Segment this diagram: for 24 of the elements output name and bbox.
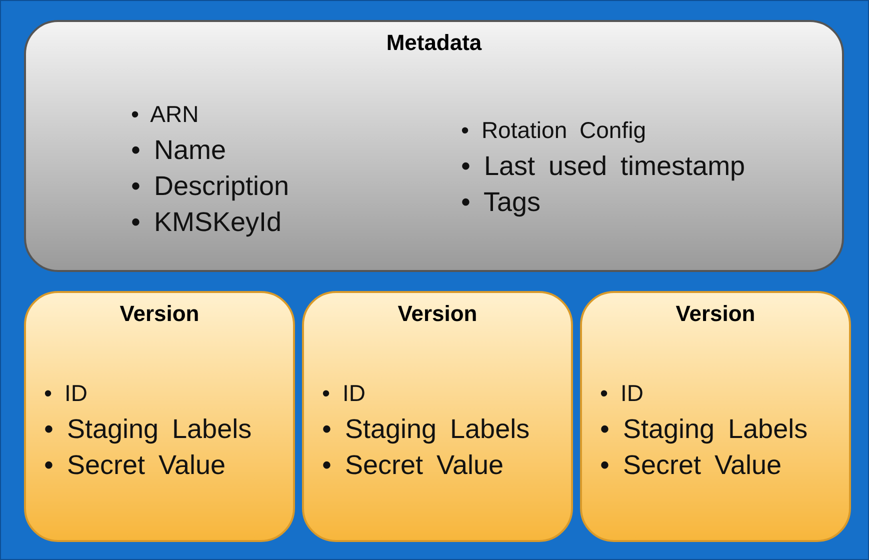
bullet-item: • Last used timestamp	[461, 150, 746, 183]
bullet-item: • ARN	[131, 100, 200, 129]
version-card	[24, 291, 295, 542]
bullet-item: • Name	[131, 134, 227, 167]
metadata-card	[24, 20, 844, 272]
bullet-item: • Staging Labels	[600, 413, 808, 446]
card-heading: Version	[118, 301, 200, 327]
version-card	[580, 291, 851, 542]
card-heading: Metadata	[385, 30, 483, 56]
card-heading: Version	[674, 301, 756, 327]
card-heading: Version	[396, 301, 478, 327]
bullet-item: • ID	[600, 379, 644, 408]
bullet-item: • Secret Value	[44, 449, 227, 482]
bullet-item: • ID	[322, 379, 366, 408]
bullet-item: • Description	[131, 170, 290, 203]
bullet-item: • Secret Value	[322, 449, 505, 482]
bullet-item: • Rotation Config	[461, 116, 647, 145]
bullet-item: • ID	[44, 379, 88, 408]
bullet-item: • KMSKeyId	[131, 206, 283, 239]
bullet-item: • Staging Labels	[322, 413, 530, 446]
bullet-item: • Tags	[461, 186, 542, 219]
version-card	[302, 291, 573, 542]
bullet-item: • Secret Value	[600, 449, 783, 482]
bullet-item: • Staging Labels	[44, 413, 252, 446]
